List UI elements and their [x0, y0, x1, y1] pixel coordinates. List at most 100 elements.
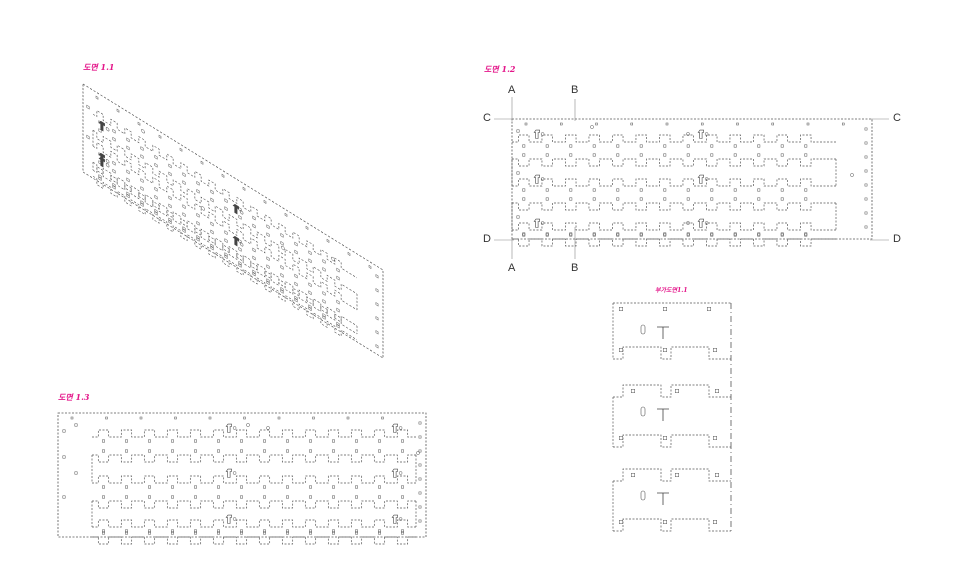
hole-square	[332, 485, 335, 489]
section-mark-b-top: B	[571, 84, 579, 96]
hole-square	[516, 171, 520, 175]
hole-square	[238, 262, 242, 268]
strip-edge-bottom	[92, 454, 416, 463]
hole-square	[154, 186, 158, 192]
key-slot	[232, 203, 239, 215]
hole-square	[663, 197, 667, 201]
hole-square	[375, 288, 379, 293]
section-mark-d-right: D	[893, 233, 901, 245]
hole-square	[168, 217, 172, 223]
hole-square	[182, 226, 186, 231]
hole-square	[616, 153, 620, 157]
hole-square	[332, 439, 335, 443]
hole-square	[252, 247, 256, 253]
hole-square	[70, 416, 74, 420]
hole-square	[631, 473, 635, 477]
hole-square	[125, 531, 128, 535]
hole-square	[224, 230, 228, 236]
hole-square	[224, 238, 228, 244]
hole-square	[74, 423, 78, 427]
hole-square	[595, 122, 598, 126]
hole-square	[266, 232, 270, 238]
hole-square	[639, 188, 643, 192]
hole-square	[126, 137, 130, 143]
hole-square	[148, 439, 151, 443]
hole-square	[126, 191, 130, 197]
hole-square	[112, 182, 116, 188]
hole-square	[346, 416, 350, 420]
hole-square	[736, 122, 739, 126]
hole-square	[112, 168, 116, 174]
hole-square	[252, 255, 256, 261]
hole-square	[294, 295, 298, 301]
hole-square	[308, 282, 312, 288]
hole-square	[545, 233, 549, 237]
drawing-1-2-section-lines	[494, 97, 889, 259]
key-slot	[98, 156, 105, 168]
hole-square	[864, 169, 868, 173]
hole-square	[616, 144, 620, 148]
hole-square	[294, 281, 298, 287]
drawing-1-3-title: 도면 1.3	[58, 392, 90, 402]
hole-square	[592, 144, 596, 148]
hole-square	[137, 121, 141, 126]
hole-square	[308, 306, 312, 312]
hole-square	[715, 389, 719, 393]
hole-square	[263, 529, 266, 533]
hole-circle	[105, 127, 110, 132]
hole-square	[286, 531, 289, 535]
hole-square	[710, 197, 714, 201]
hole-square	[619, 307, 623, 311]
hole-square	[560, 122, 563, 126]
hole-square	[806, 122, 810, 126]
strip-edge-top	[93, 110, 357, 279]
hole-square	[355, 449, 358, 453]
hole-square	[418, 463, 422, 467]
hole-square	[196, 188, 200, 194]
strip-edge-bottom	[92, 536, 416, 545]
hole-square	[355, 495, 358, 499]
hole-square	[62, 495, 66, 499]
hole-square	[804, 144, 808, 148]
hole-circle	[398, 471, 403, 475]
hole-square	[242, 186, 246, 191]
hole-square	[675, 473, 679, 477]
hole-square	[98, 174, 102, 179]
hole-square	[102, 495, 105, 499]
hole-square	[196, 220, 200, 226]
strip-edge-bottom	[93, 129, 357, 295]
hole-square	[86, 104, 90, 110]
hole-square	[707, 307, 711, 311]
hole-square	[102, 485, 105, 489]
hole-square	[126, 177, 130, 183]
hole-square	[569, 197, 573, 201]
hole-square	[616, 197, 620, 201]
hole-square	[217, 495, 220, 499]
hole-square	[733, 188, 737, 192]
hole-square	[74, 471, 78, 475]
detail-crenel-top	[613, 468, 731, 482]
hole-square	[308, 304, 312, 310]
hole-square	[663, 348, 667, 352]
drawing-1-2-title: 도면 1.2	[484, 64, 516, 74]
hole-square	[148, 485, 151, 489]
hole-square	[171, 439, 174, 443]
section-mark-d-left: D	[483, 233, 491, 245]
hole-square	[757, 197, 761, 201]
hole-circle	[246, 423, 250, 427]
hole-square	[105, 416, 108, 420]
hole-square	[238, 246, 242, 252]
hole-square	[355, 485, 358, 489]
hole-square	[210, 245, 214, 251]
hole-square	[733, 233, 737, 237]
oval-slot	[640, 490, 646, 501]
key-slot	[697, 218, 704, 228]
key-slot	[533, 218, 540, 228]
hole-square	[171, 485, 174, 489]
hole-square	[545, 144, 549, 148]
hole-square	[347, 251, 351, 256]
hole-square	[804, 153, 808, 157]
hole-circle	[331, 256, 335, 262]
hole-square	[864, 141, 868, 145]
hole-square	[112, 160, 116, 166]
